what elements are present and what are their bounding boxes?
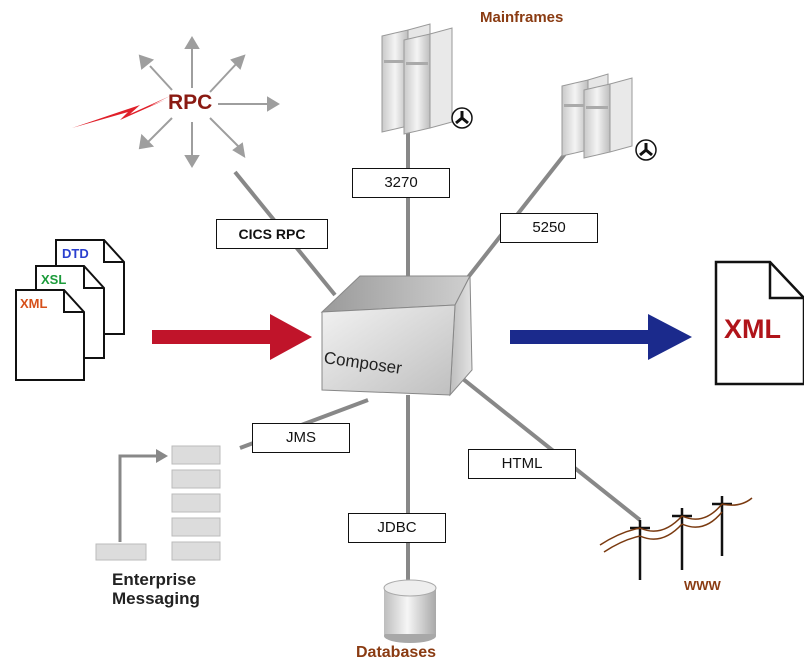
doc-label-xml: XML [20, 296, 48, 311]
doc-label-dtd: DTD [62, 246, 89, 261]
message-queue-icon [95, 445, 221, 561]
connector-label-5250: 5250 [500, 213, 598, 243]
html-line [456, 373, 642, 522]
doc-label-xsl: XSL [41, 272, 67, 287]
rpc-burst [138, 36, 280, 168]
power-poles-icon [599, 496, 753, 580]
mainframes-title: Mainframes [480, 9, 564, 26]
mainframe-server-icon [561, 73, 657, 161]
www-title: WWW [684, 578, 721, 593]
lightning-bolt-icon [72, 96, 170, 128]
connector-label-jdbc: JDBC [348, 513, 446, 543]
connector-label-jms: JMS [252, 423, 350, 453]
messaging-title-line1: Enterprise [112, 570, 197, 589]
connector-label-3270: 3270 [352, 168, 450, 198]
input-arrow [152, 314, 312, 360]
connector-label-cics-rpc: CICS RPC [216, 219, 328, 249]
composer-cube [320, 275, 473, 397]
connector-label-html: HTML [468, 449, 576, 479]
databases-title: Databases [356, 644, 437, 661]
output-document [714, 260, 804, 386]
database-icon [383, 579, 437, 643]
rpc-title: RPC [168, 91, 213, 114]
mainframe-server-icon [381, 23, 473, 135]
output-xml-label: XML [724, 314, 781, 344]
messaging-title-line2: Messaging [112, 589, 200, 608]
output-arrow [510, 314, 692, 360]
input-documents [15, 239, 125, 381]
